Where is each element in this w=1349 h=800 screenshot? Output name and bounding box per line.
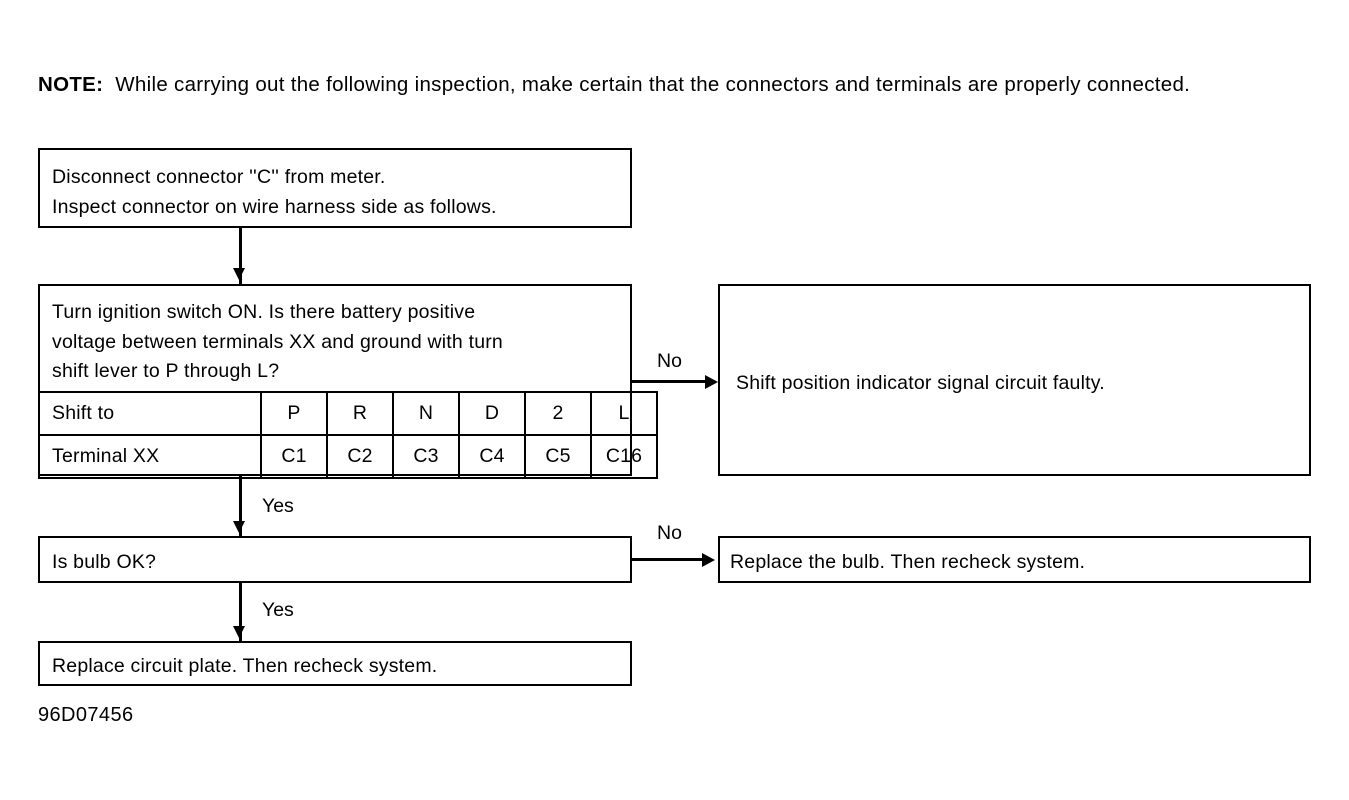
step-voltage-line-1: Turn ignition switch ON. Is there batter…: [52, 301, 476, 323]
table-row: Shift to P R N D 2 L: [38, 391, 658, 436]
branch-label-no-2: No: [657, 522, 682, 544]
note-label: NOTE:: [38, 73, 104, 96]
connector-question-to-bulb: [239, 476, 242, 536]
figure-id-label: 96D07456: [38, 704, 134, 726]
table-cell-terminal-c16: C16: [590, 434, 658, 479]
step-replace-circuit-plate-box: Replace circuit plate. Then recheck syst…: [38, 641, 632, 686]
step-disconnect-line-2: Inspect connector on wire harness side a…: [52, 195, 497, 218]
step-is-bulb-ok-box: Is bulb OK?: [38, 536, 632, 583]
table-row: Terminal XX C1 C2 C3 C4 C5 C16: [38, 434, 658, 479]
table-cell-shift-n: N: [392, 391, 460, 436]
step-disconnect-line-1: Disconnect connector ''C'' from meter.: [52, 166, 386, 188]
step-is-bulb-ok-text: Is bulb OK?: [52, 551, 157, 573]
arrow-down-icon: [233, 268, 245, 280]
table-cell-terminal-c5: C5: [524, 434, 592, 479]
result-replace-bulb-box: Replace the bulb. Then recheck system.: [718, 536, 1311, 583]
branch-label-no-1: No: [657, 350, 682, 372]
step-voltage-line-3: shift lever to P through L?: [52, 360, 280, 382]
table-row-header-shift-to: Shift to: [38, 391, 262, 436]
result-signal-circuit-faulty-box: Shift position indicator signal circuit …: [718, 284, 1311, 476]
step-disconnect-connector-box: Disconnect connector ''C'' from meter. I…: [38, 148, 632, 228]
table-cell-terminal-c3: C3: [392, 434, 460, 479]
branch-label-yes-2: Yes: [262, 599, 294, 621]
step-replace-circuit-plate-text: Replace circuit plate. Then recheck syst…: [52, 655, 438, 677]
connector-bulb-to-circuit-plate: [239, 583, 242, 641]
table-cell-terminal-c1: C1: [260, 434, 328, 479]
connector-bulb-to-replace-bulb: [632, 558, 707, 561]
connector-disconnect-to-question: [239, 228, 242, 284]
arrow-down-icon: [233, 626, 245, 638]
arrow-right-icon: [702, 553, 715, 567]
table-cell-terminal-c4: C4: [458, 434, 526, 479]
note-paragraph: NOTE: While carrying out the following i…: [38, 70, 1308, 99]
table-row-header-terminal-xx: Terminal XX: [38, 434, 262, 479]
arrow-down-icon: [233, 521, 245, 533]
table-cell-terminal-c2: C2: [326, 434, 394, 479]
result-replace-bulb-text: Replace the bulb. Then recheck system.: [730, 551, 1086, 573]
table-cell-shift-l: L: [590, 391, 658, 436]
connector-question-to-faulty: [632, 380, 711, 383]
arrow-right-icon: [705, 375, 718, 389]
result-signal-circuit-faulty-text: Shift position indicator signal circuit …: [736, 372, 1105, 394]
table-cell-shift-r: R: [326, 391, 394, 436]
step-voltage-line-2: voltage between terminals XX and ground …: [52, 330, 503, 353]
shift-terminal-table: Shift to P R N D 2 L Terminal XX C1 C2 C…: [38, 391, 658, 479]
step-voltage-question-box: Turn ignition switch ON. Is there batter…: [38, 284, 658, 479]
branch-label-yes-1: Yes: [262, 495, 294, 517]
step-voltage-question-text: Turn ignition switch ON. Is there batter…: [40, 286, 622, 387]
note-body: While carrying out the following inspect…: [115, 73, 1191, 96]
table-cell-shift-p: P: [260, 391, 328, 436]
table-cell-shift-2: 2: [524, 391, 592, 436]
table-cell-shift-d: D: [458, 391, 526, 436]
